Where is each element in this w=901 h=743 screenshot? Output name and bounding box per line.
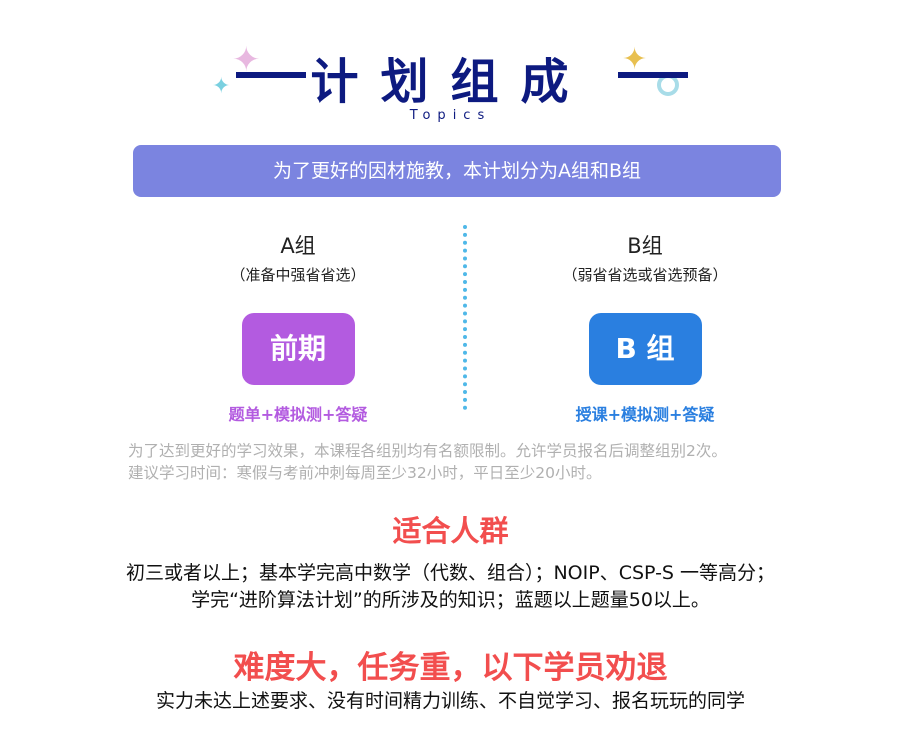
title-bar-right (618, 72, 688, 78)
audience-line: 学完“进阶算法计划”的所涉及的知识；蓝题以上题量50以上。 (191, 589, 710, 611)
note-line: 建议学习时间：寒假与考前冲刺每周至少32小时，平日至少20小时。 (128, 464, 602, 482)
intro-banner: 为了更好的因材施教，本计划分为A组和B组 (133, 145, 781, 197)
group-a-button[interactable]: 前期 (241, 313, 355, 385)
warning-title: 难度大，任务重，以下学员劝退 (233, 650, 668, 686)
group-a: A组 （准备中强省省选） 前期 题单+模拟测+答疑 (148, 230, 448, 425)
audience-title: 适合人群 (392, 514, 509, 548)
note-line: 为了达到更好的学习效果，本课程各组别均有名额限制。允许学员报名后调整组别2次。 (128, 442, 727, 460)
group-name: A组 (280, 234, 316, 258)
star-decoration-right-icon: ✦ (622, 42, 648, 77)
page-subtitle: Topics (409, 108, 492, 123)
divider (463, 225, 471, 410)
group-name: B组 (627, 234, 663, 258)
group-b: B组 （弱省省选或省选预备） B 组 授课+模拟测+答疑 (495, 230, 795, 425)
group-desc: （弱省省选或省选预备） (562, 266, 728, 284)
group-content: 题单+模拟测+答疑 (228, 405, 368, 424)
course-note: 为了达到更好的学习效果，本课程各组别均有名额限制。允许学员报名后调整组别2次。 … (128, 440, 727, 484)
group-desc: （准备中强省省选） (230, 266, 366, 284)
audience-line: 初三或者以上；基本学完高中数学（代数、组合）；NOIP、CSP-S 一等高分； (125, 562, 776, 584)
audience-text: 初三或者以上；基本学完高中数学（代数、组合）；NOIP、CSP-S 一等高分； … (0, 560, 901, 614)
group-b-button[interactable]: B 组 (588, 313, 702, 385)
title-bar-left (236, 72, 306, 78)
star-decoration-small-icon: ✦ (212, 74, 231, 99)
page-title: 计划组成 (310, 54, 591, 110)
warning-text: 实力未达上述要求、没有时间精力训练、不自觉学习、报名玩玩的同学 (155, 690, 745, 712)
group-content: 授课+模拟测+答疑 (575, 405, 715, 424)
